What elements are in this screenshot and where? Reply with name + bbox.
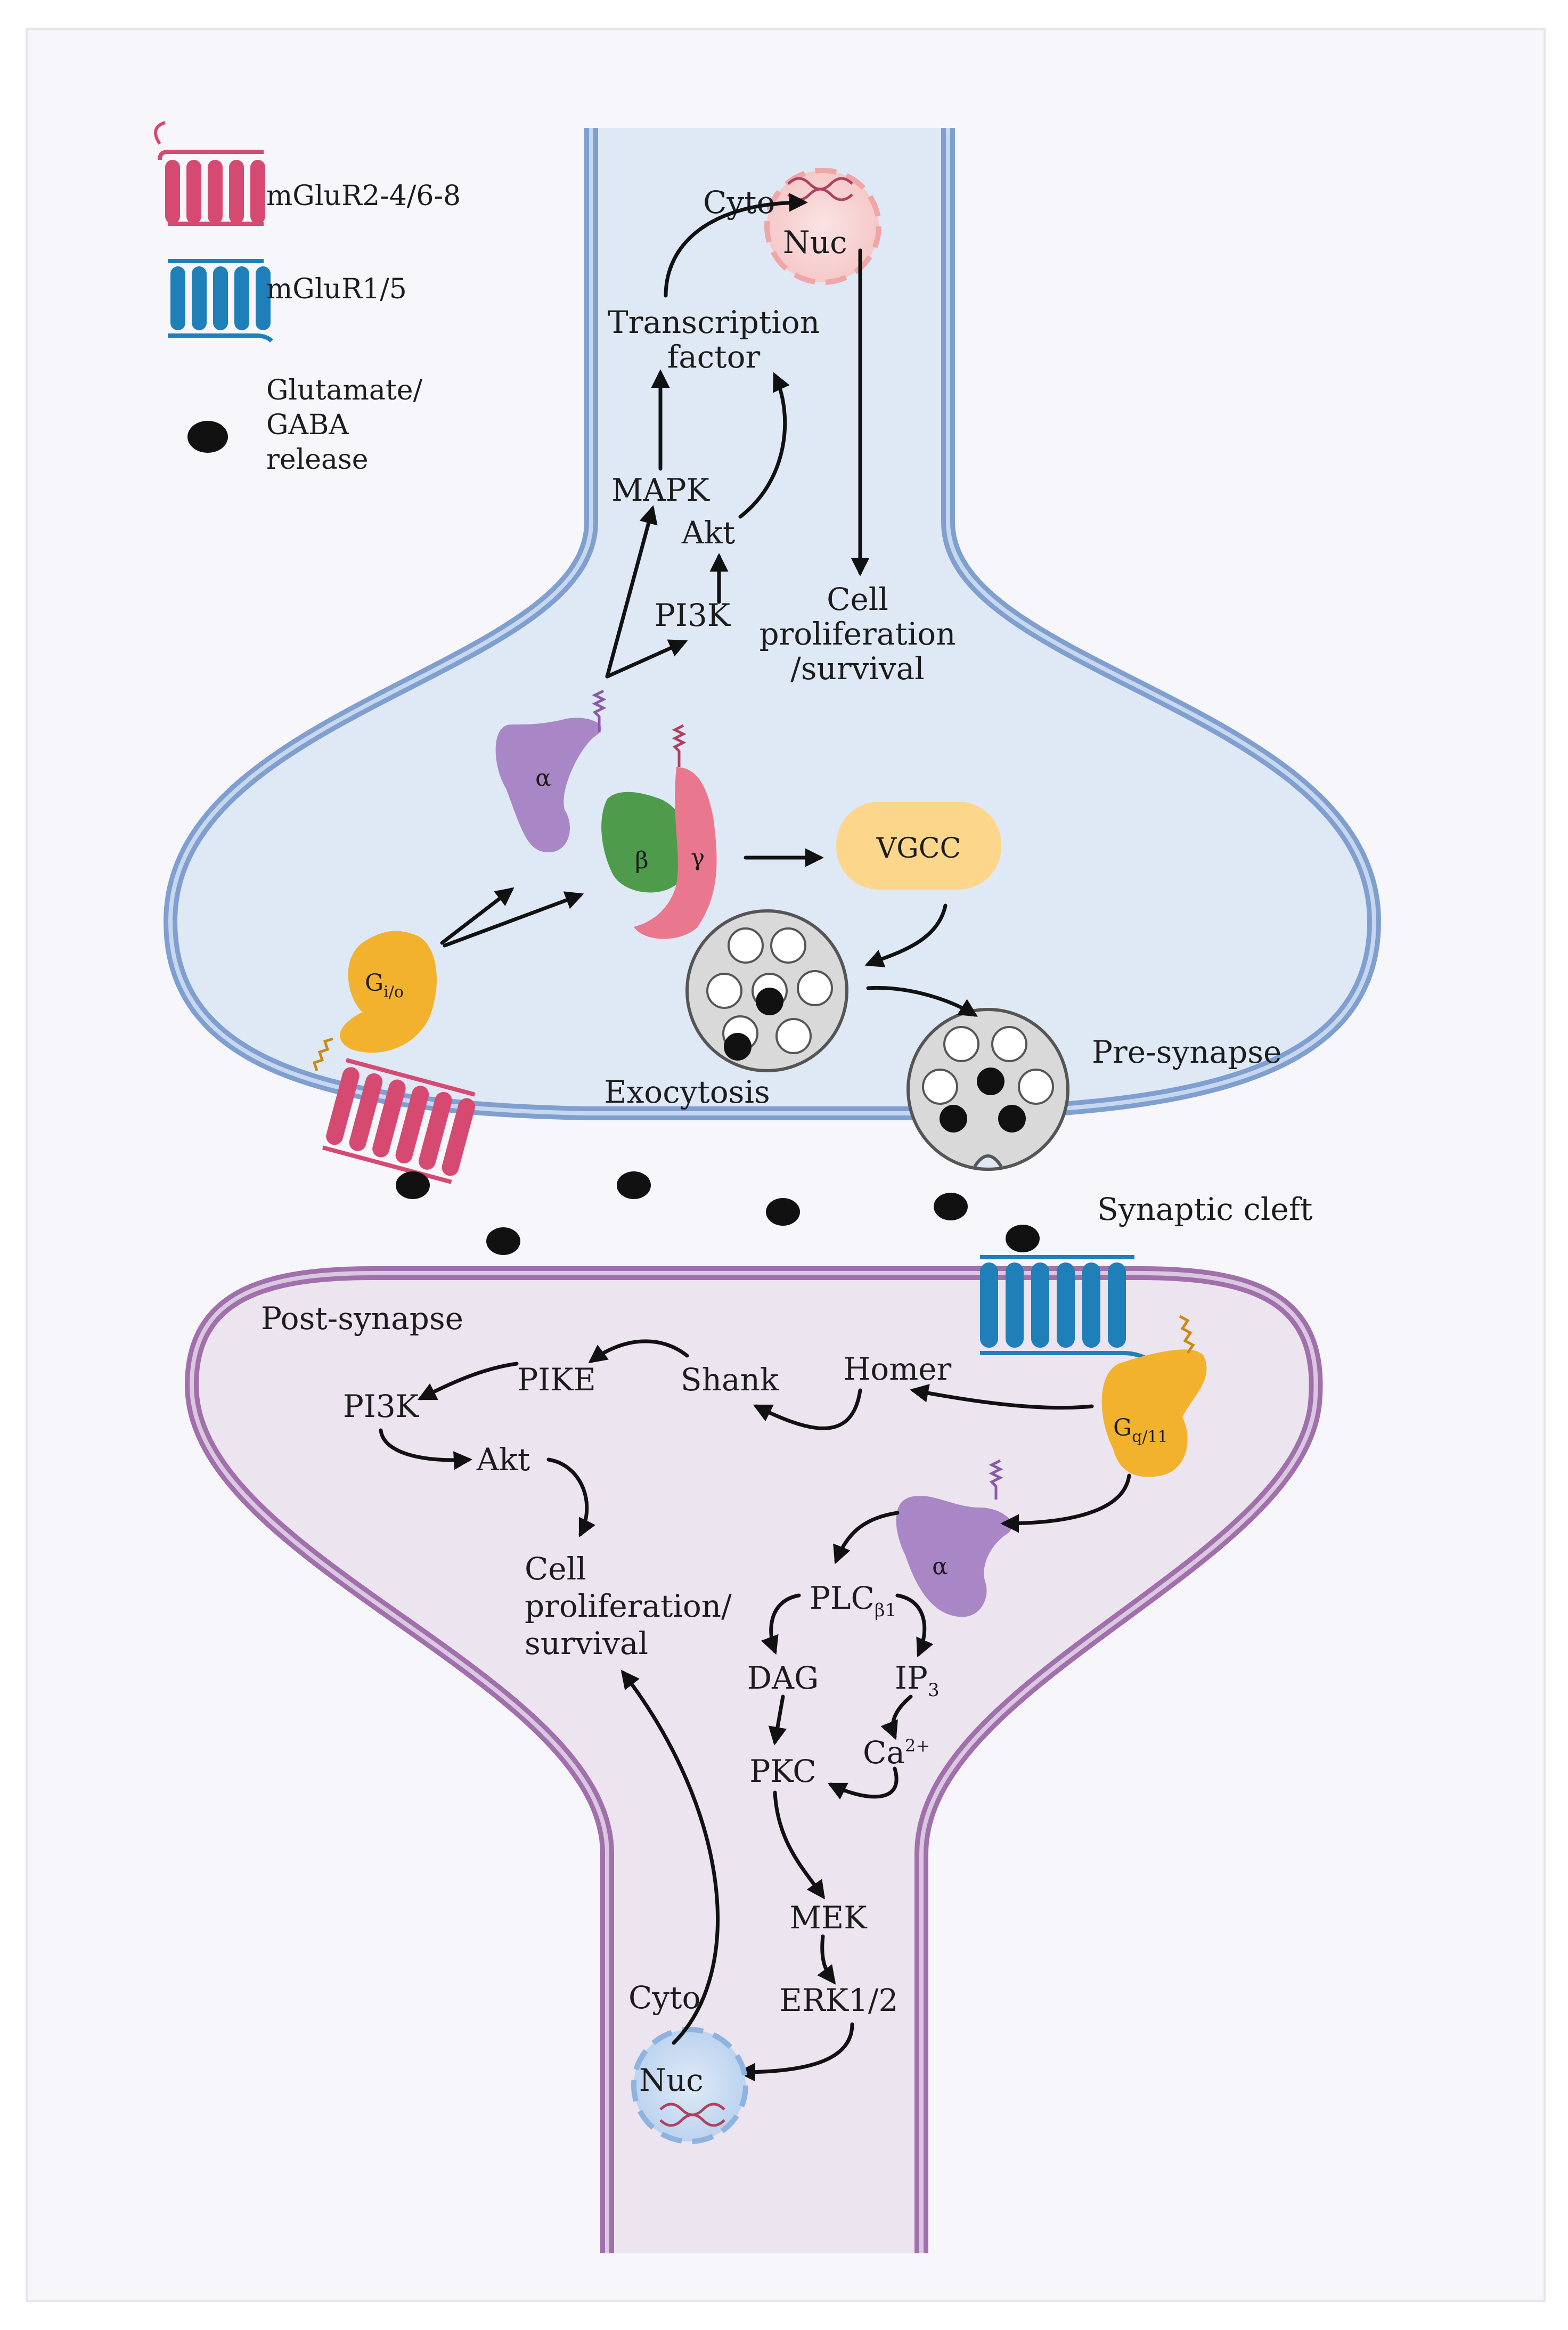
glutamate-dot [934, 1193, 968, 1220]
pre-alpha-subunit [495, 689, 607, 852]
post-arrow-dag-to-pkc [768, 1694, 787, 1746]
vgcc-channel [836, 802, 1001, 890]
synaptic-cleft-label: Synaptic cleft [1097, 1191, 1312, 1227]
legend-release-line2: GABA [266, 409, 349, 441]
exocytosis-vesicle-2 [907, 1008, 1069, 1171]
post-pkc-label: PKC [749, 1753, 816, 1789]
post-akt-label: Akt [476, 1441, 530, 1478]
pre-arrow-vgcc-to-vesicle [864, 903, 948, 967]
legend-release-line1: Glutamate/ [266, 374, 423, 406]
legend-mglur2-label: mGluR2-4/6-8 [266, 180, 461, 212]
post-dag-label: DAG [747, 1660, 819, 1696]
glutamate-dot [396, 1171, 430, 1199]
post-synapse-label: Post-synapse [261, 1300, 463, 1337]
post-erk-label: ERK1/2 [780, 1982, 899, 2018]
post-arrow-homer-to-shank [753, 1388, 862, 1430]
docked-vesicle-1 [685, 909, 848, 1072]
post-arrow-ca-to-pkc [827, 1766, 899, 1800]
pre-alpha-label: α [535, 764, 551, 792]
post-mglur1-receptor [980, 1255, 1157, 1366]
pre-gio-label: Gi/o [365, 970, 404, 1001]
glutamate-dot [1006, 1225, 1040, 1252]
post-arrow-alpha-to-plc [833, 1511, 900, 1565]
post-nuc-label: Nuc [639, 2062, 704, 2098]
pre-cell-line3: /survival [790, 650, 925, 687]
exocytosis-label: Exocytosis [604, 1074, 770, 1110]
post-gq11-protein [1101, 1315, 1207, 1477]
post-cell-line3: survival [525, 1625, 648, 1661]
pre-nuc-label: Nuc [783, 224, 847, 260]
post-plc-label: PLCβ1 [810, 1580, 896, 1621]
pre-arrow-tf-to-nuc [664, 193, 808, 298]
legend-mglur1-label: mGluR1/5 [266, 273, 407, 305]
post-arrow-pi3k-to-akt [379, 1428, 472, 1470]
pre-transcription-factor-line1: Transcription [608, 304, 820, 340]
pre-beta-label: β [635, 847, 648, 874]
post-gq11-label: Gq/11 [1113, 1414, 1168, 1446]
post-cyto-label: Cyto [628, 1979, 700, 2016]
pre-arrow-gio-to-bg [443, 891, 584, 948]
post-arrow-ip3-to-ca [880, 1694, 913, 1740]
post-arrow-mek-to-erk [817, 1934, 836, 1985]
post-arrow-akt-to-cell [546, 1457, 596, 1538]
pre-cell-line1: Cell [827, 581, 888, 617]
post-alpha-label: α [932, 1553, 948, 1580]
post-arrow-plc-to-dag [761, 1593, 801, 1655]
presynaptic-membrane-inner [168, 128, 1377, 1115]
legend-glutamate-dot-icon [187, 421, 228, 453]
post-arrow-erk-to-nuc [737, 2022, 854, 2082]
post-cell-line1: Cell [525, 1551, 586, 1587]
post-arrow-pkc-to-mek [773, 1790, 826, 1900]
post-pi3k-label: PI3K [343, 1388, 420, 1424]
post-pike-label: PIKE [517, 1362, 596, 1398]
pre-arrow-akt-to-tf [738, 372, 790, 519]
post-ca-label: Ca2+ [863, 1734, 930, 1771]
pre-gamma-label: γ [691, 844, 705, 871]
post-nucleus [631, 2027, 748, 2144]
pre-arrow-to-mapk [605, 505, 658, 679]
post-arrow-nuc-to-cell [620, 1669, 720, 2045]
post-cell-line2: proliferation/ [525, 1588, 732, 1624]
pre-arrow-gio-to-alpha [440, 887, 514, 945]
pre-arrow-to-pi3k [605, 639, 688, 679]
post-mek-label: MEK [789, 1900, 868, 1936]
post-alpha-subunit [896, 1459, 1012, 1617]
pre-mglur2-receptor [322, 1058, 476, 1184]
legend: mGluR2-4/6-8 mGluR1/5 Glutamate/ GABA re… [154, 121, 461, 476]
post-ip3-label: IP3 [895, 1660, 940, 1701]
pre-cell-line2: proliferation [759, 616, 956, 652]
post-arrow-shank-to-pike [588, 1339, 689, 1364]
post-arrow-plc-to-ip3 [895, 1593, 934, 1658]
synaptic-cleft-glutamate [396, 1171, 1040, 1255]
pre-beta-gamma-subunits [601, 724, 717, 939]
glutamate-dot [617, 1171, 651, 1199]
postsynaptic-membrane-inner [189, 1271, 1318, 2253]
legend-release-line3: release [266, 444, 369, 476]
glutamate-dot [486, 1227, 520, 1255]
post-arrow-pike-to-pi3k [417, 1362, 519, 1400]
pre-transcription-factor-line2: factor [667, 339, 761, 375]
pre-arrow-vesicle-to-exocytosis [866, 985, 978, 1017]
legend-mglur1-receptor-icon [168, 259, 273, 343]
pre-akt-label: Akt [681, 515, 735, 551]
legend-mglur2-receptor-icon [154, 121, 265, 226]
pre-synapse-label: Pre-synapse [1092, 1034, 1281, 1070]
pre-mapk-label: MAPK [611, 472, 710, 508]
post-homer-label: Homer [844, 1351, 952, 1387]
vgcc-label: VGCC [876, 833, 961, 865]
pre-gio-protein [312, 931, 437, 1071]
post-arrow-gq-to-alpha [1000, 1473, 1131, 1533]
post-dna-icon [659, 2103, 725, 2127]
post-arrow-gq-to-homer [910, 1384, 1094, 1410]
pre-cyto-label: Cyto [703, 184, 775, 221]
post-shank-label: Shank [681, 1362, 779, 1398]
glutamate-dot [766, 1198, 800, 1226]
